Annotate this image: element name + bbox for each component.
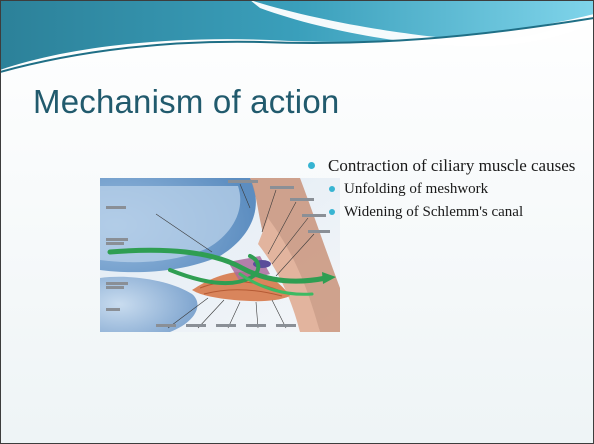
header-wave-fill	[0, 0, 594, 70]
sub-bullet-list: Unfolding of meshwork Widening of Schlem…	[328, 180, 588, 222]
ciliary-outflow-diagram	[100, 178, 340, 332]
sub-bullet-dot	[329, 186, 335, 192]
bullet-list: Contraction of ciliary muscle causes Unf…	[308, 155, 588, 226]
diagram-label-marks	[106, 180, 330, 327]
lens-region	[100, 276, 198, 332]
outflow-arrow-long	[107, 247, 329, 284]
header-wave-line	[0, 17, 594, 73]
anterior-chamber	[100, 186, 241, 263]
outflow-arrow-short	[238, 272, 314, 296]
outflow-arrowhead-long	[322, 272, 336, 284]
slide-title: Mechanism of action	[33, 83, 340, 120]
bullet-text: Contraction of ciliary muscle causes	[328, 156, 576, 175]
diagram-leader-lines	[155, 183, 315, 329]
sub-bullet-item: Widening of Schlemm's canal	[328, 203, 588, 222]
sub-bullet-dot	[329, 209, 335, 215]
sub-bullet-item: Unfolding of meshwork	[328, 180, 588, 199]
header-wave-band	[0, 0, 594, 73]
sub-bullet-text: Widening of Schlemm's canal	[344, 204, 524, 220]
bullet-item: Contraction of ciliary muscle causes Unf…	[308, 155, 588, 222]
sub-bullet-text: Unfolding of meshwork	[344, 181, 489, 197]
outflow-arrow-loop	[168, 254, 261, 285]
header-wave-highlight	[250, 0, 594, 47]
sclera-inner-layer	[258, 218, 320, 332]
bullet-dot	[308, 162, 315, 169]
